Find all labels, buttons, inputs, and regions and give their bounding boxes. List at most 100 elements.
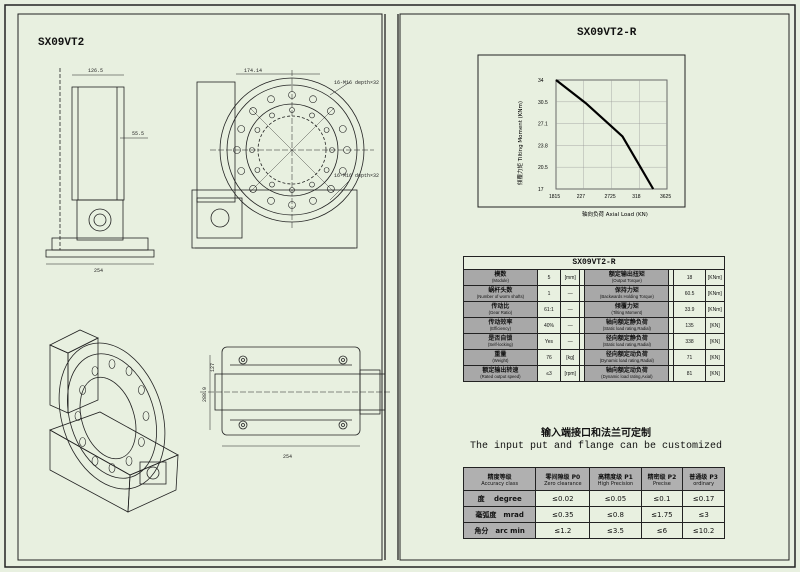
bolt-hole <box>267 95 275 103</box>
bolt-hole <box>309 112 315 119</box>
spec-row: 传动效率(Efficiency)40%—轴向额定静负荷(Static load … <box>463 317 726 334</box>
accuracy-header-en: ordinary <box>693 480 715 487</box>
spec-label-en: (Self-locking) <box>487 341 513 347</box>
bolt-hole <box>91 456 99 466</box>
accuracy-value: ≤6 <box>640 522 684 539</box>
chart-x-tick-label: 1815 <box>549 194 560 200</box>
chart-x-tick-label: 318 <box>632 194 641 200</box>
spec-label-en: (Dynamic load rating,Radial) <box>599 357 654 363</box>
spec-unit: — <box>560 285 581 302</box>
spec-label-right: 径向额定动负荷(Dynamic load rating,Radial) <box>584 349 670 366</box>
spec-label-cn: 传动效率 <box>488 319 513 326</box>
spec-label-en: (Module) <box>491 277 509 283</box>
customization-note: 输入端接口和法兰可定制 The input put and flange can… <box>465 424 727 452</box>
accuracy-value: ≤0.8 <box>589 506 642 523</box>
accuracy-header-cn: 零间隙级 P0 <box>545 473 581 481</box>
spec-unit: [KN] <box>704 349 726 366</box>
accuracy-value: ≤1.75 <box>640 506 684 523</box>
chart-y-tick-label: 17 <box>538 187 544 193</box>
spec-value: 33.9 <box>673 301 706 318</box>
accuracy-value: ≤0.02 <box>535 490 591 507</box>
spec-value: 61:1 <box>536 301 562 318</box>
spec-label-cn: 倾覆力矩 <box>614 303 639 310</box>
spec-label-left: 重量(Weight) <box>463 349 538 366</box>
spec-label-en: (Tilting Moment) <box>611 309 643 315</box>
bolt-hole <box>343 146 351 154</box>
chart-y-tick-label: 34 <box>538 78 544 84</box>
bolt-hole <box>79 385 86 395</box>
chart-series-line <box>555 79 655 190</box>
accuracy-unit-label: 角分 arc min <box>462 522 537 539</box>
spec-label-right: 倾覆力矩(Tilting Moment) <box>584 301 670 318</box>
spec-label-cn: 径向额定动负荷 <box>605 351 648 358</box>
bolt-hole <box>138 437 145 447</box>
spec-row: 额定输出转速(Rated output speed)≤3[rpm]轴向额定动负荷… <box>463 365 726 382</box>
chart-y-tick-label: 20.5 <box>538 165 548 171</box>
accuracy-header-cn: 精度等级 <box>487 473 512 481</box>
bolt-hole <box>108 463 116 473</box>
bolt-hole <box>288 201 296 209</box>
bolt-hole <box>142 411 150 421</box>
bolt-hole <box>249 185 257 193</box>
spec-row: 传动比(Gear Ratio)61:1—倾覆力矩(Tilting Moment)… <box>463 301 726 318</box>
accuracy-header-en: Zero clearance <box>544 480 582 487</box>
right-panel-title: SX09VT2-R <box>577 27 637 39</box>
bolt-hole <box>125 456 133 466</box>
spec-unit: — <box>560 301 581 318</box>
accuracy-header-cn: 高精度级 P1 <box>598 473 633 481</box>
spec-label-cn: 蜗杆头数 <box>488 287 513 294</box>
spec-label-cn: 额定输出转速 <box>482 367 519 374</box>
bolt-hole <box>327 107 335 115</box>
spec-value: 1 <box>536 285 562 302</box>
spec-label-en: (Gear Ratio) <box>488 309 513 315</box>
bolt-hole <box>74 411 82 421</box>
bolt-hole <box>338 167 347 175</box>
accuracy-value: ≤3.5 <box>589 522 642 539</box>
spec-unit: [KNm] <box>704 301 726 318</box>
bolt-hole <box>138 385 145 395</box>
bolt-hole <box>288 91 296 99</box>
spec-label-cn: 额定输出扭矩 <box>608 271 645 278</box>
bolt-hole <box>249 107 257 115</box>
dim-label-4: 55.5 <box>132 131 144 137</box>
front-view-drawing <box>191 70 374 249</box>
bolt-hole <box>289 107 295 113</box>
specifications-table: SX09VT2-R 模数(Module)5[mm]额定输出扭矩(Output T… <box>463 256 726 382</box>
spec-label-en: (Number of worm shafts) <box>476 293 525 299</box>
accuracy-header-en: High Precision <box>597 480 634 487</box>
bolt-hole <box>249 147 255 153</box>
bolt-hole <box>309 197 317 205</box>
spec-unit: [KN] <box>704 317 726 334</box>
spec-row: 蜗杆头数(Number of worm shafts)1—保持力矩(Backwa… <box>463 285 726 302</box>
customization-note-cn: 输入端接口和法兰可定制 <box>541 428 651 439</box>
accuracy-header-cn: 普通级 P3 <box>689 473 718 481</box>
spec-label-cn: 径向额定静负荷 <box>605 335 648 342</box>
spec-label-left: 是否自锁(Self-locking) <box>463 333 538 350</box>
top-view-drawing <box>200 346 390 447</box>
spec-unit: [KNm] <box>704 269 726 286</box>
accuracy-value: ≤0.35 <box>535 506 591 523</box>
bolt-hole <box>267 197 275 205</box>
spec-value: 71 <box>673 349 706 366</box>
spec-spacer <box>579 365 586 382</box>
bolt-hole <box>323 167 330 173</box>
dim-label-3: 16-M16 depth×32 <box>334 80 379 86</box>
bolt-hole <box>79 437 86 447</box>
spec-label-en: (Efficiency) <box>489 325 511 331</box>
spec-label-cn: 传动比 <box>491 303 510 310</box>
spec-label-cn: 是否自锁 <box>488 335 513 342</box>
spec-unit: [mm] <box>560 269 581 286</box>
accuracy-unit-label: 毫弧度 mrad <box>462 506 537 523</box>
bolt-hole <box>309 95 317 103</box>
spec-label-cn: 模数 <box>494 271 507 278</box>
left-panel-title: SX09VT2 <box>38 37 85 49</box>
chart-x-tick-label: 227 <box>577 194 586 200</box>
chart-y-tick-label: 30.5 <box>538 100 548 106</box>
spec-label-en: (Rated output speed) <box>480 373 521 379</box>
chart-y-axis-label: 倾覆力矩 Tilting Moment (KNm) <box>516 101 524 185</box>
